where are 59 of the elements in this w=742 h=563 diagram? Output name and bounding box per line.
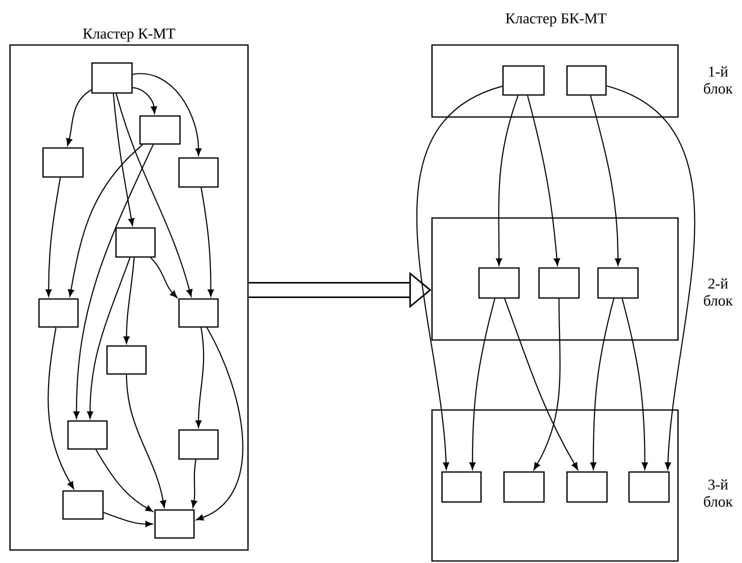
task-box (538, 267, 580, 299)
arrow (590, 298, 614, 470)
task-box (502, 65, 545, 96)
arrow (200, 188, 214, 297)
task-box (628, 471, 670, 503)
task-box (67, 420, 108, 450)
arrow (132, 73, 202, 156)
arrow (46, 178, 61, 297)
task-box (42, 147, 84, 178)
arrow (48, 328, 74, 489)
task-box (178, 298, 219, 328)
arrow (123, 258, 135, 344)
arrow (622, 298, 648, 470)
task-box (178, 429, 219, 460)
arrow (527, 96, 560, 266)
arrow (132, 87, 157, 114)
arrow (103, 512, 153, 528)
block-label: 2-й блок (704, 278, 733, 306)
arrow (126, 374, 166, 508)
task-box (38, 298, 79, 328)
arrow (534, 298, 561, 470)
block-frame (431, 217, 679, 341)
arrow (416, 86, 503, 470)
arrow (87, 257, 130, 419)
arrow (469, 298, 496, 470)
arrow (590, 96, 622, 266)
arrow (95, 449, 153, 512)
arrow (496, 95, 519, 266)
arrow (116, 94, 192, 297)
task-box (154, 509, 195, 539)
arrow (66, 89, 92, 146)
arrow (68, 144, 143, 297)
block-label: 1-й блок (704, 66, 733, 94)
task-box (566, 65, 607, 96)
task-box (62, 490, 104, 520)
task-box (106, 345, 147, 375)
arrow (73, 144, 154, 419)
task-box (91, 62, 133, 94)
task-box (478, 267, 520, 299)
arrow (112, 94, 134, 226)
block-frame (431, 44, 679, 118)
task-box (178, 157, 219, 188)
task-box (566, 471, 608, 503)
cluster-frame: Кластер К-МТ (9, 28, 249, 551)
arrow (504, 298, 578, 470)
arrow (195, 328, 204, 428)
task-box (139, 115, 181, 145)
task-box (441, 471, 482, 503)
task-box (597, 267, 639, 299)
cluster-title: Кластер БК-МТ (506, 14, 606, 26)
arrow (191, 460, 198, 508)
task-box (115, 227, 156, 258)
arrow (196, 327, 244, 520)
block-frame (431, 409, 679, 562)
arrow (150, 257, 178, 298)
task-box (503, 471, 545, 503)
block-label: 3-й блок (704, 479, 733, 507)
arrow (606, 85, 696, 470)
node-label: Кластер К-МТ (83, 28, 176, 42)
